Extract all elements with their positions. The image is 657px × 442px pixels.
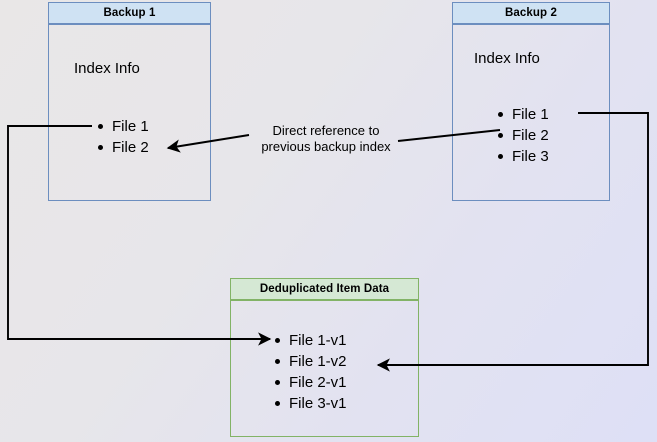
dedup-file-list: File 1-v1 File 1-v2 File 2-v1 File 3-v1: [275, 330, 347, 414]
list-item: File 2-v1: [275, 372, 347, 393]
backup1-file-list: File 1 File 2: [98, 116, 149, 158]
dedup-header-label: Deduplicated Item Data: [259, 283, 390, 295]
backup2-index-info-label: Index Info: [474, 50, 540, 67]
list-item: File 3-v1: [275, 393, 347, 414]
annotation-line-1: Direct reference to: [272, 123, 380, 138]
list-item: File 2: [498, 125, 549, 146]
list-item: File 1: [498, 104, 549, 125]
backup1-index-info-label: Index Info: [74, 60, 140, 77]
list-item: File 1: [98, 116, 149, 137]
list-item: File 1-v1: [275, 330, 347, 351]
dedup-body: [230, 300, 419, 437]
backup2-header-label: Backup 2: [505, 7, 557, 19]
list-item: File 2: [98, 137, 149, 158]
annotation-line-2: previous backup index: [261, 139, 391, 154]
backup2-header: Backup 2: [452, 2, 610, 24]
list-item: File 3: [498, 146, 549, 167]
backup1-body: [48, 24, 211, 201]
dedup-header: Deduplicated Item Data: [230, 278, 419, 300]
backup2-file-list: File 1 File 2 File 3: [498, 104, 549, 167]
backup1-header: Backup 1: [48, 2, 211, 24]
backup1-header-label: Backup 1: [103, 7, 156, 19]
list-item: File 1-v2: [275, 351, 347, 372]
direct-reference-annotation: Direct reference to previous backup inde…: [246, 123, 406, 155]
